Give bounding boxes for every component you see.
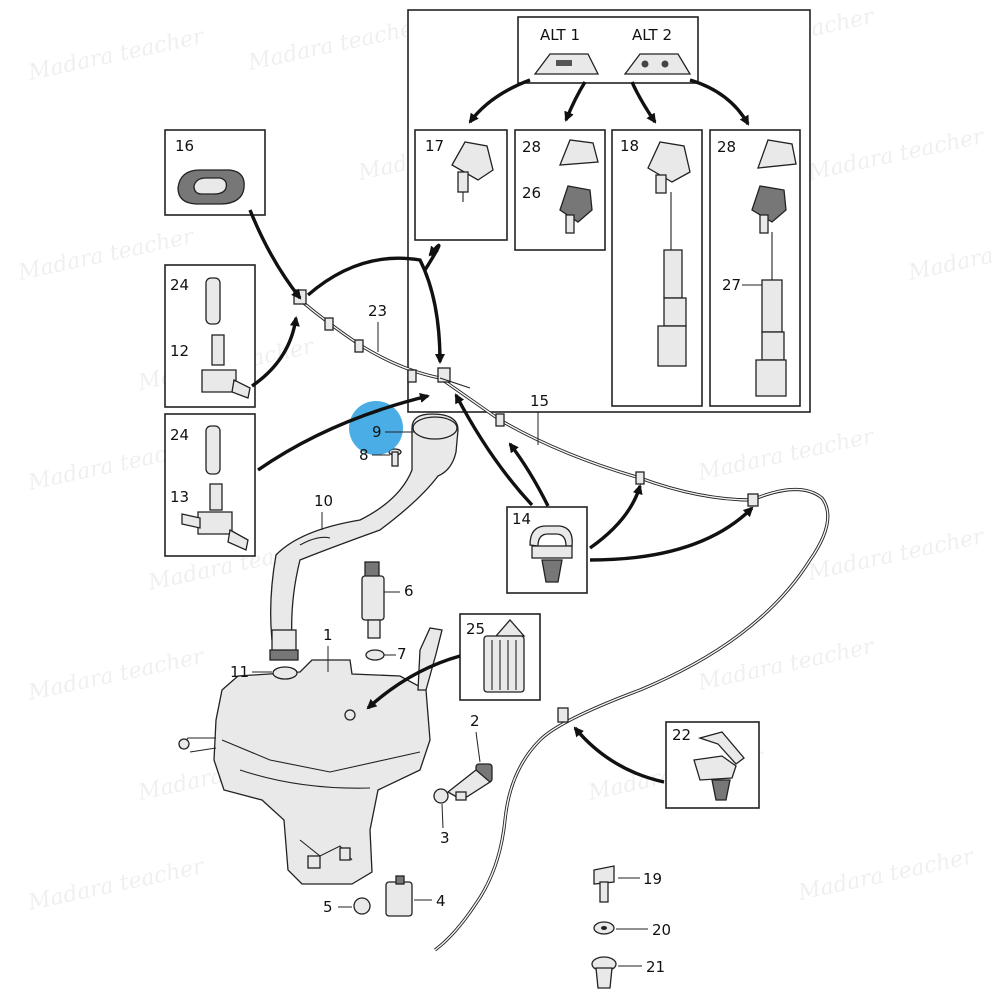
seal-3 bbox=[433, 788, 449, 804]
detail-box-14: 14 bbox=[506, 506, 588, 594]
callout-9: 9 bbox=[372, 423, 382, 441]
callout-7: 7 bbox=[397, 645, 407, 663]
callout-14: 14 bbox=[512, 510, 531, 528]
callout-24: 24 bbox=[170, 426, 189, 444]
watermark: Madara teacher bbox=[245, 14, 427, 76]
detail-box-24-13: 24 13 bbox=[164, 413, 256, 557]
callout-10: 10 bbox=[314, 492, 333, 510]
watermark: Madara teacher bbox=[25, 854, 207, 916]
clip-21 bbox=[591, 956, 617, 989]
callout-20: 20 bbox=[652, 921, 671, 939]
filler-neck bbox=[269, 413, 459, 661]
watermark: Madara teacher bbox=[905, 224, 1000, 286]
callout-3: 3 bbox=[440, 829, 450, 847]
spray-hose-assembly bbox=[293, 289, 830, 952]
watermark: Madara teacher bbox=[805, 124, 987, 186]
watermark: Madara teacher bbox=[695, 634, 877, 696]
callout-21: 21 bbox=[646, 958, 665, 976]
callout-28: 28 bbox=[522, 138, 541, 156]
callout-2: 2 bbox=[470, 712, 480, 730]
callout-16: 16 bbox=[175, 137, 194, 155]
callout-18: 18 bbox=[620, 137, 639, 155]
bolt-19 bbox=[593, 865, 615, 903]
detail-box-24-12: 24 12 bbox=[164, 264, 256, 408]
callout-15: 15 bbox=[530, 392, 549, 410]
callout-17: 17 bbox=[425, 137, 444, 155]
callout-27: 27 bbox=[722, 276, 741, 294]
callout-28: 28 bbox=[717, 138, 736, 156]
detail-box-25: 25 bbox=[459, 613, 541, 701]
seal-11 bbox=[272, 666, 298, 680]
pump-4 bbox=[385, 875, 413, 917]
washer-pump bbox=[361, 561, 385, 639]
detail-box-22: 22 bbox=[665, 721, 760, 809]
nozzle-alternatives-panel: ALT 1 ALT 2 17 28 26 18 bbox=[407, 9, 811, 413]
callout-26: 26 bbox=[522, 184, 541, 202]
seal-5 bbox=[353, 897, 371, 915]
callout-12: 12 bbox=[170, 342, 189, 360]
watermark: Madara teacher bbox=[805, 524, 987, 586]
callout-4: 4 bbox=[436, 892, 446, 910]
alt2-label: ALT 2 bbox=[632, 26, 672, 44]
callout-5: 5 bbox=[323, 898, 333, 916]
watermark: Madara teacher bbox=[795, 844, 977, 906]
callout-24: 24 bbox=[170, 276, 189, 294]
seal-7 bbox=[365, 649, 385, 661]
detail-box-16: 16 bbox=[164, 129, 266, 216]
screw-8 bbox=[388, 448, 402, 467]
callout-labels: 23 15 9 8 10 6 1 7 11 2 3 4 5 19 20 21 bbox=[230, 302, 671, 976]
level-sensor bbox=[446, 763, 493, 801]
callout-6: 6 bbox=[404, 582, 414, 600]
callout-25: 25 bbox=[466, 620, 485, 638]
washer-reservoir bbox=[178, 627, 443, 885]
callout-19: 19 bbox=[643, 870, 662, 888]
callout-23: 23 bbox=[368, 302, 387, 320]
alt1-label: ALT 1 bbox=[540, 26, 580, 44]
watermark: Madara teacher bbox=[25, 644, 207, 706]
callout-22: 22 bbox=[672, 726, 691, 744]
connection-arrows bbox=[248, 209, 754, 784]
callout-11: 11 bbox=[230, 663, 249, 681]
callout-13: 13 bbox=[170, 488, 189, 506]
callout-8: 8 bbox=[359, 446, 369, 464]
watermark: Madara teacher bbox=[695, 424, 877, 486]
watermark: Madara teacher bbox=[25, 24, 207, 86]
callout-1: 1 bbox=[323, 626, 333, 644]
